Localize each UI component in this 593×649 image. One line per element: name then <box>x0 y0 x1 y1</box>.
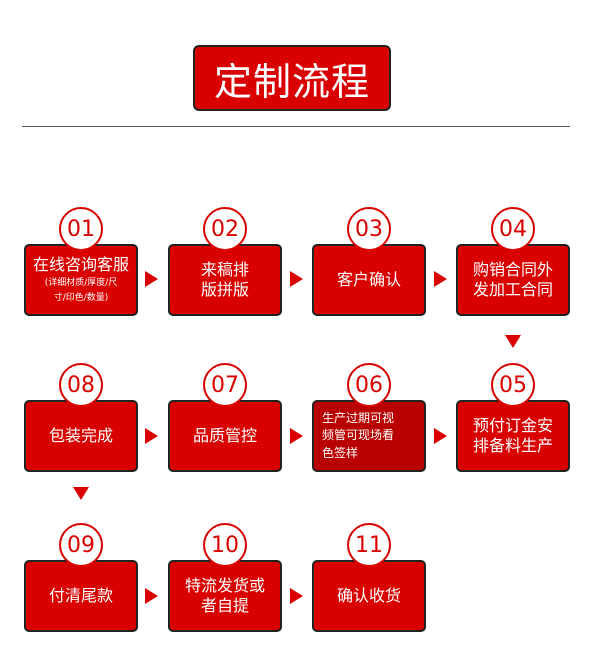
step-04-number-badge: 04 <box>491 207 535 251</box>
step-05: 预付订金安 排备料生产 <box>456 400 570 472</box>
step-04: 购销合同外 发加工合同 <box>456 244 570 316</box>
step-11-box: 确认收货 <box>312 560 426 632</box>
step-03-label: 客户确认 <box>336 270 401 289</box>
step-06-label-line-3: 色签样 <box>322 445 359 460</box>
page-title: 定制流程 <box>193 45 391 111</box>
step-11-label: 确认收货 <box>336 586 401 605</box>
step-10: 特流发货或 者自提 <box>168 560 282 632</box>
step-04-box: 购销合同外 发加工合同 <box>456 244 570 316</box>
arrow-right-icon <box>290 428 303 444</box>
step-02-label-line-1: 来稿排 <box>200 260 249 279</box>
step-01-box: 在线咨询客服 (详细材质/厚度/尺 寸/印色/数量) <box>24 244 138 316</box>
step-06: 生产过期可视 频管可现场看 色签样 <box>312 400 426 472</box>
step-06-label-line-1: 生产过期可视 <box>322 410 395 425</box>
step-08-box: 包装完成 <box>24 400 138 472</box>
step-10-number-badge: 10 <box>203 523 247 567</box>
step-10-box: 特流发货或 者自提 <box>168 560 282 632</box>
step-10-label-line-2: 者自提 <box>200 596 249 615</box>
step-08-number-badge: 08 <box>59 363 103 407</box>
step-07-number-badge: 07 <box>203 363 247 407</box>
step-03-number-badge: 03 <box>347 207 391 251</box>
step-09: 付清尾款 <box>24 560 138 632</box>
arrow-right-icon <box>145 428 158 444</box>
step-07-label: 品质管控 <box>192 426 257 445</box>
step-05-number-badge: 05 <box>491 363 535 407</box>
step-10-label-line-1: 特流发货或 <box>184 576 265 595</box>
step-01-label: 在线咨询客服 <box>32 254 129 274</box>
step-02-box: 来稿排 版拼版 <box>168 244 282 316</box>
arrow-right-icon <box>145 271 158 287</box>
step-11-number-badge: 11 <box>347 523 391 567</box>
arrow-right-icon <box>434 428 447 444</box>
step-08: 包装完成 <box>24 400 138 472</box>
step-06-label-line-2: 频管可现场看 <box>322 428 395 443</box>
step-05-label-line-2: 排备料生产 <box>472 436 553 455</box>
step-01: 在线咨询客服 (详细材质/厚度/尺 寸/印色/数量) <box>24 244 138 316</box>
title-divider <box>22 126 570 127</box>
step-01-sub-line-2: 寸/印色/数量) <box>53 293 109 303</box>
step-11: 确认收货 <box>312 560 426 632</box>
arrow-down-icon <box>73 487 89 500</box>
step-06-number-badge: 06 <box>347 363 391 407</box>
step-05-box: 预付订金安 排备料生产 <box>456 400 570 472</box>
step-07: 品质管控 <box>168 400 282 472</box>
step-03-box: 客户确认 <box>312 244 426 316</box>
step-09-label: 付清尾款 <box>48 586 113 605</box>
arrow-right-icon <box>145 588 158 604</box>
step-09-box: 付清尾款 <box>24 560 138 632</box>
step-06-box: 生产过期可视 频管可现场看 色签样 <box>312 400 426 472</box>
step-03: 客户确认 <box>312 244 426 316</box>
step-01-sub-line-1: (详细材质/厚度/尺 <box>44 277 118 288</box>
step-02-label-line-2: 版拼版 <box>200 280 249 299</box>
step-02: 来稿排 版拼版 <box>168 244 282 316</box>
step-09-number-badge: 09 <box>59 523 103 567</box>
step-01-number-badge: 01 <box>59 207 103 251</box>
arrow-right-icon <box>290 588 303 604</box>
arrow-right-icon <box>290 271 303 287</box>
step-04-label-line-1: 购销合同外 <box>472 260 553 279</box>
step-05-label-line-1: 预付订金安 <box>472 416 553 435</box>
step-08-label: 包装完成 <box>48 426 113 445</box>
step-07-box: 品质管控 <box>168 400 282 472</box>
step-02-number-badge: 02 <box>203 207 247 251</box>
arrow-down-icon <box>505 335 521 348</box>
arrow-right-icon <box>434 271 447 287</box>
step-04-label-line-2: 发加工合同 <box>472 280 553 299</box>
